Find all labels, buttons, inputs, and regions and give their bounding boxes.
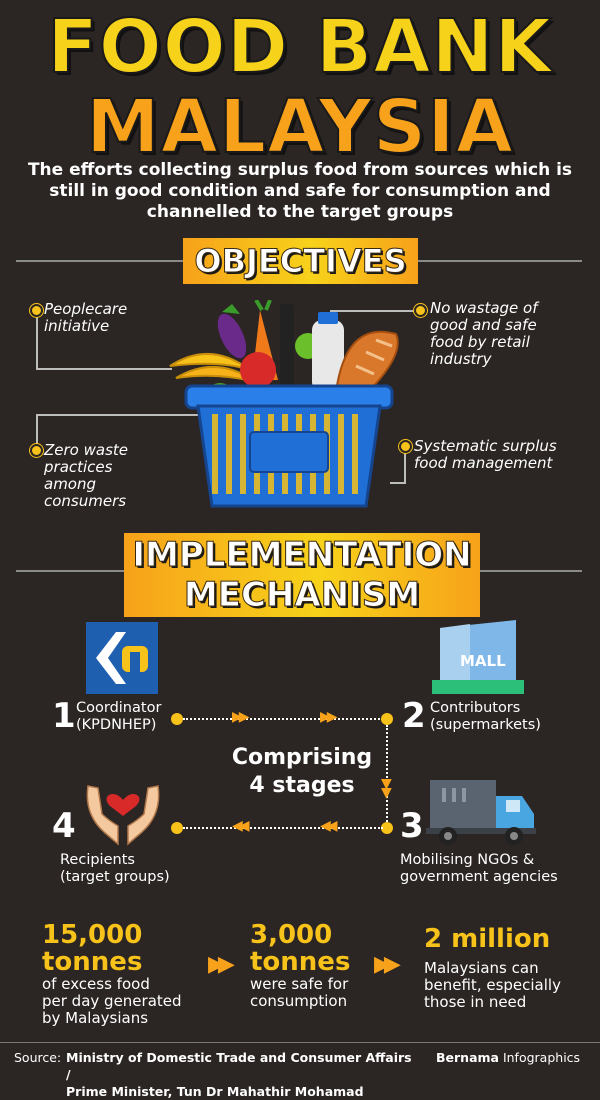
stages-caption-line-2: 4 stages — [249, 773, 355, 798]
stat-2-desc-1: were safe for — [250, 975, 349, 993]
step-3-label: Mobilising NGOs & government agencies — [400, 852, 558, 886]
hands-heart-icon — [86, 785, 160, 846]
flow-line-right — [386, 725, 388, 825]
step-1-line-2: (KPDNHEP) — [76, 717, 157, 733]
stat-2-desc-2: consumption — [250, 992, 348, 1010]
objective-peoplecare: Peoplecare initiative — [44, 300, 128, 335]
stat-1-value: 15,000 — [42, 920, 143, 950]
stat-excess-food: 15,000 tonnes of excess food per day gen… — [42, 922, 212, 1027]
brand-credit: Bernama Infographics — [436, 1049, 580, 1066]
bullet-dot — [30, 444, 43, 457]
stat-1-desc-3: by Malaysians — [42, 1009, 149, 1027]
stat-safe-food: 3,000 tonnes were safe for consumption — [250, 922, 390, 1010]
stat-beneficiaries: 2 million Malaysians can benefit, especi… — [424, 926, 594, 1011]
stat-1-unit: tonnes — [42, 947, 143, 977]
bullet-dot — [399, 440, 412, 453]
step-2-number: 2 — [402, 696, 426, 736]
stat-1-desc-1: of excess food — [42, 975, 150, 993]
arrow-left-icon: ◀◀ — [232, 818, 249, 834]
connector-4 — [390, 444, 406, 484]
brand-name: Bernama — [436, 1050, 499, 1065]
source-text: Ministry of Domestic Trade and Consumer … — [66, 1049, 420, 1100]
implementation-heading-line-1: IMPLEMENTATION — [132, 535, 472, 576]
implementation-heading: IMPLEMENTATION MECHANISM — [124, 533, 480, 617]
objective-no-wastage: No wastage of good and safe food by reta… — [430, 299, 538, 368]
step-1-line-1: Coordinator — [76, 700, 162, 716]
title-line-1: FOOD BANK — [46, 3, 553, 91]
flow-dot — [171, 713, 183, 725]
step-3-line-1: Mobilising NGOs & — [400, 852, 535, 868]
kpdnhep-logo — [86, 622, 158, 694]
footer-divider — [0, 1042, 600, 1043]
objective-systematic: Systematic surplus food management — [414, 437, 557, 472]
double-arrow-icon: ▶▶ — [208, 952, 235, 977]
step-1-label: Coordinator (KPDNHEP) — [76, 700, 161, 734]
flow-dot — [381, 713, 393, 725]
stages-caption-line-1: Comprising — [231, 745, 373, 770]
step-3-number: 3 — [400, 806, 424, 846]
step-2-line-2: (supermarkets) — [430, 717, 541, 733]
step-3-line-2: government agencies — [400, 869, 558, 885]
bullet-dot — [414, 304, 427, 317]
step-1-number: 1 — [52, 696, 76, 736]
connector-1 — [36, 310, 172, 370]
stages-caption: Comprising 4 stages — [212, 744, 392, 800]
flow-line-bottom — [183, 827, 383, 829]
arrow-down-icon: ▼▼ — [381, 776, 392, 801]
flow-dot — [171, 822, 183, 834]
arrow-left-icon: ◀◀ — [320, 818, 337, 834]
step-2-label: Contributors (supermarkets) — [430, 700, 541, 734]
arrow-right-icon: ▶▶ — [232, 709, 249, 725]
arrow-right-icon: ▶▶ — [320, 709, 337, 725]
objective-zero-waste: Zero waste practices among consumers — [44, 441, 129, 510]
source-label: Source: — [14, 1050, 62, 1065]
bullet-dot — [30, 304, 43, 317]
step-4-label: Recipients (target groups) — [60, 852, 170, 886]
flow-dot — [381, 822, 393, 834]
double-arrow-icon: ▶▶ — [374, 952, 401, 977]
brand-suffix: Infographics — [502, 1050, 581, 1065]
step-4-number: 4 — [52, 806, 76, 846]
step-4-line-2: (target groups) — [60, 869, 170, 885]
mall-sign: MALL — [460, 652, 506, 670]
mall-icon: MALL — [432, 620, 524, 694]
stat-3-desc-1: Malaysians can — [424, 959, 539, 977]
source-line-1: Ministry of Domestic Trade and Consumer … — [66, 1050, 412, 1082]
connector-3 — [36, 414, 200, 452]
title-line-2: MALAYSIA — [85, 83, 514, 171]
grocery-basket-illustration — [169, 300, 399, 508]
stat-3-desc-3: those in need — [424, 993, 527, 1011]
flow-line-top — [183, 718, 383, 720]
step-4-line-1: Recipients — [60, 852, 135, 868]
implementation-heading-line-2: MECHANISM — [183, 575, 421, 616]
stat-3-value: 2 million — [424, 924, 551, 954]
connector-2 — [330, 310, 418, 312]
stat-1-desc-2: per day generated — [42, 992, 182, 1010]
stat-2-value: 3,000 — [250, 920, 333, 950]
stat-2-unit: tonnes — [250, 947, 351, 977]
step-2-line-1: Contributors — [430, 700, 521, 716]
subtitle: The efforts collecting surplus food from… — [27, 160, 573, 222]
objectives-heading: OBJECTIVES — [183, 238, 418, 284]
stat-3-desc-2: benefit, especially — [424, 976, 561, 994]
truck-icon — [426, 780, 536, 845]
